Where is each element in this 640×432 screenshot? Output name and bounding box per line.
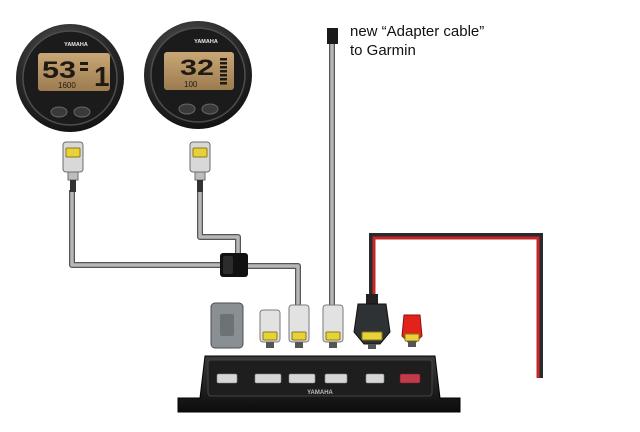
y-splitter xyxy=(220,253,248,277)
hub-connector-2 xyxy=(288,304,310,348)
gauge-2-button-right xyxy=(201,103,219,115)
hub-connector-1 xyxy=(259,309,281,348)
merged-cable xyxy=(245,263,301,305)
adapter-cable-annotation: new “Adapter cable” to Garmin xyxy=(350,22,484,60)
gauge-2-sub-reading: 100 xyxy=(184,80,198,89)
hub-power-label xyxy=(399,373,421,384)
adapter-cable-end xyxy=(327,28,338,44)
gauge-1-button-left xyxy=(50,106,68,118)
hub-port-cap xyxy=(210,302,244,349)
gauge-2-connector xyxy=(189,141,211,192)
power-cable xyxy=(369,233,543,378)
network-hub: YAMAHA xyxy=(177,355,461,413)
annotation-line-2: to Garmin xyxy=(350,42,416,59)
annotation-line-1: new “Adapter cable” xyxy=(350,23,485,40)
terminator-plug xyxy=(401,314,423,347)
hub-brand: YAMAHA xyxy=(307,390,333,396)
gauge1-cable xyxy=(69,190,233,268)
gauge-1-sub-reading: 1600 xyxy=(58,81,76,90)
gauge-2-bar-graph xyxy=(220,58,227,85)
gauge-2-main-reading: 32 xyxy=(180,55,214,80)
gray-cables xyxy=(69,42,335,305)
gauge-1-brand: YAMAHA xyxy=(64,42,88,48)
hub-power-connector xyxy=(353,294,391,349)
gauge-2-button-left xyxy=(178,103,196,115)
gauge-1-side-digit: 1 xyxy=(94,61,110,92)
gauge-1-button-right xyxy=(73,106,91,118)
gauge-2-brand: YAMAHA xyxy=(194,39,218,45)
gauge-1: YAMAHA 53 1600 1 xyxy=(16,24,124,132)
gauge2-cable xyxy=(197,190,241,257)
hub-connector-3 xyxy=(322,304,344,348)
hub-port-labels xyxy=(216,373,385,384)
gauge-2: YAMAHA 32 100 xyxy=(144,21,252,129)
gauge-1-connector xyxy=(62,141,84,192)
gauge-1-main-reading: 53 xyxy=(42,57,76,84)
